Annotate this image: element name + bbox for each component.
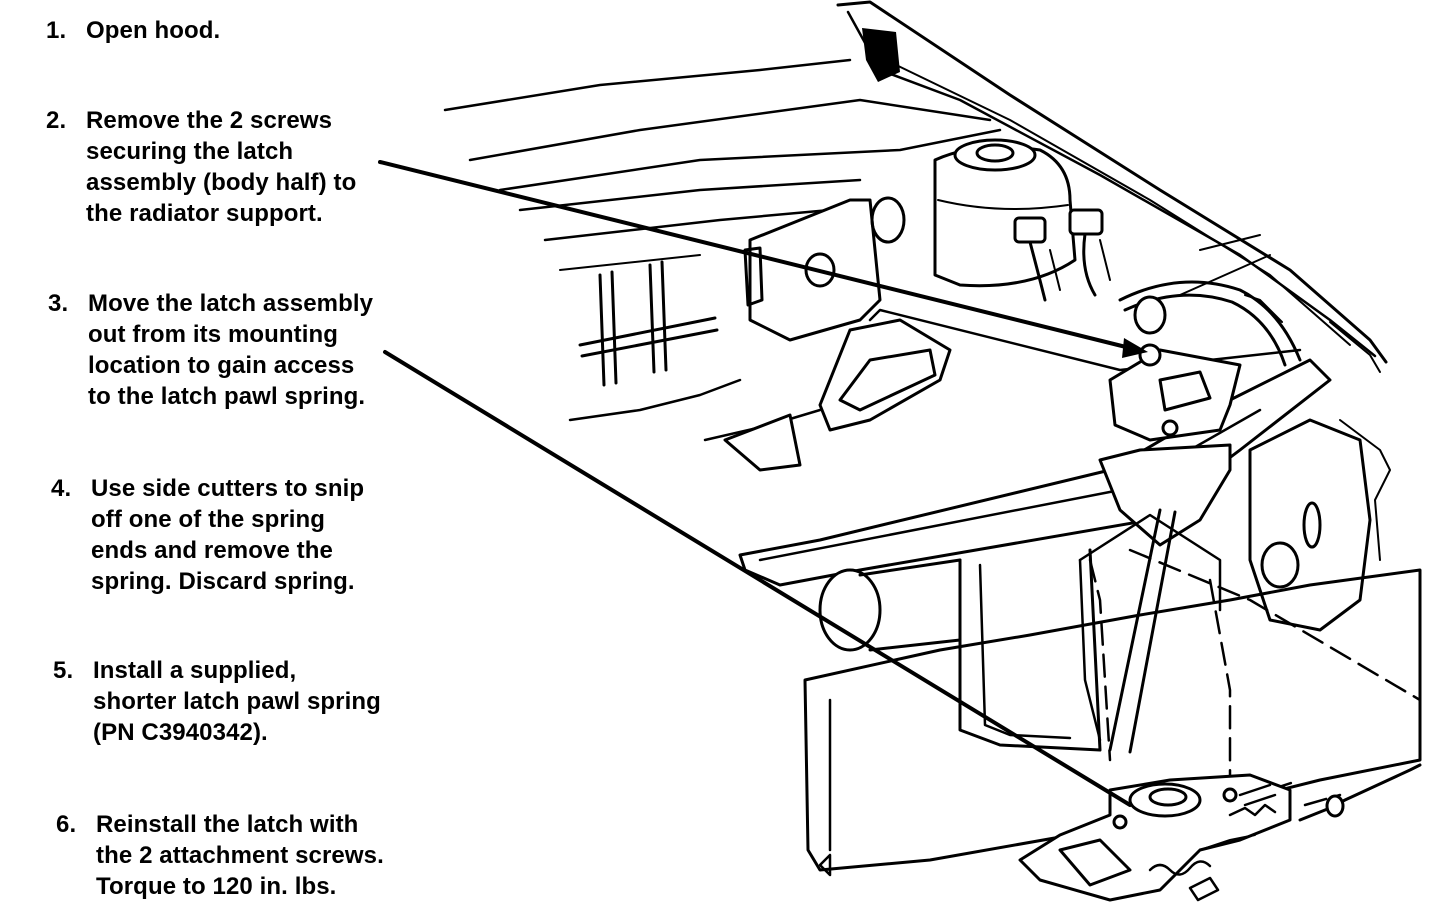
hoses-wiring — [1118, 234, 1302, 367]
step-2: 2. Remove the 2 screws securing the latc… — [46, 105, 356, 229]
step-2-line-2: securing the latch — [86, 138, 294, 165]
instruction-steps: 1. Open hood. 2. Remove the 2 screws sec… — [0, 0, 440, 918]
lower-support — [803, 418, 1422, 877]
step-6-line-1: Reinstall the latch with — [96, 811, 359, 838]
step-3-line-3: location to gain access — [88, 352, 355, 379]
step-4-line-2: off one of the spring — [91, 506, 326, 533]
step-2-number: 2. — [46, 107, 67, 134]
step-6-text: Reinstall the latch with the 2 attachmen… — [96, 809, 384, 902]
radiator-support — [723, 308, 1332, 587]
leader-lines — [378, 160, 1148, 807]
step-5-line-3: (PN C3940342). — [93, 719, 268, 746]
step-1: 1. Open hood. — [46, 15, 220, 46]
step-4-line-4: spring. Discard spring. — [91, 568, 355, 595]
step-3: 3. Move the latch assembly out from its … — [48, 288, 373, 412]
step-4-line-3: ends and remove the — [91, 537, 333, 564]
leader-arrowhead-screws — [1122, 338, 1148, 358]
step-3-line-1: Move the latch assembly — [88, 290, 374, 317]
step-1-text: Open hood. — [86, 15, 220, 46]
step-6-line-3: Torque to 120 in. lbs. — [96, 873, 337, 900]
step-1-line-1: Open hood. — [86, 17, 221, 44]
strut-tower — [933, 138, 1111, 302]
leader-line-latch — [383, 350, 1132, 807]
step-4: 4. Use side cutters to snip off one of t… — [51, 473, 364, 597]
step-5: 5. Install a supplied, shorter latch paw… — [53, 655, 381, 748]
step-3-line-4: to the latch pawl spring. — [88, 383, 366, 410]
step-2-text: Remove the 2 screws securing the latch a… — [86, 105, 356, 229]
step-6-line-2: the 2 attachment screws. — [96, 842, 384, 869]
step-4-line-1: Use side cutters to snip — [91, 475, 365, 502]
step-5-text: Install a supplied, shorter latch pawl s… — [93, 655, 381, 748]
leader-line-screws — [378, 160, 1132, 350]
step-4-number: 4. — [51, 475, 72, 502]
inner-fender-panel — [743, 196, 906, 342]
step-5-line-2: shorter latch pawl spring — [93, 688, 381, 715]
projection-lines — [1088, 548, 1422, 807]
step-5-number: 5. — [53, 657, 74, 684]
step-5-line-1: Install a supplied, — [93, 657, 297, 684]
step-6: 6. Reinstall the latch with the 2 attach… — [56, 809, 384, 902]
latch-support-rod — [1078, 508, 1222, 754]
step-2-line-4: the radiator support. — [86, 200, 323, 227]
step-6-number: 6. — [56, 811, 77, 838]
step-3-line-2: out from its mounting — [88, 321, 339, 348]
step-3-text: Move the latch assembly out from its mou… — [88, 288, 373, 412]
hood-panel — [836, 0, 1388, 373]
step-1-number: 1. — [46, 17, 67, 44]
step-2-line-1: Remove the 2 screws — [86, 107, 333, 134]
latch-assembly — [1018, 763, 1422, 902]
step-4-text: Use side cutters to snip off one of the … — [91, 473, 364, 597]
step-3-number: 3. — [48, 290, 69, 317]
step-2-line-3: assembly (body half) to — [86, 169, 357, 196]
